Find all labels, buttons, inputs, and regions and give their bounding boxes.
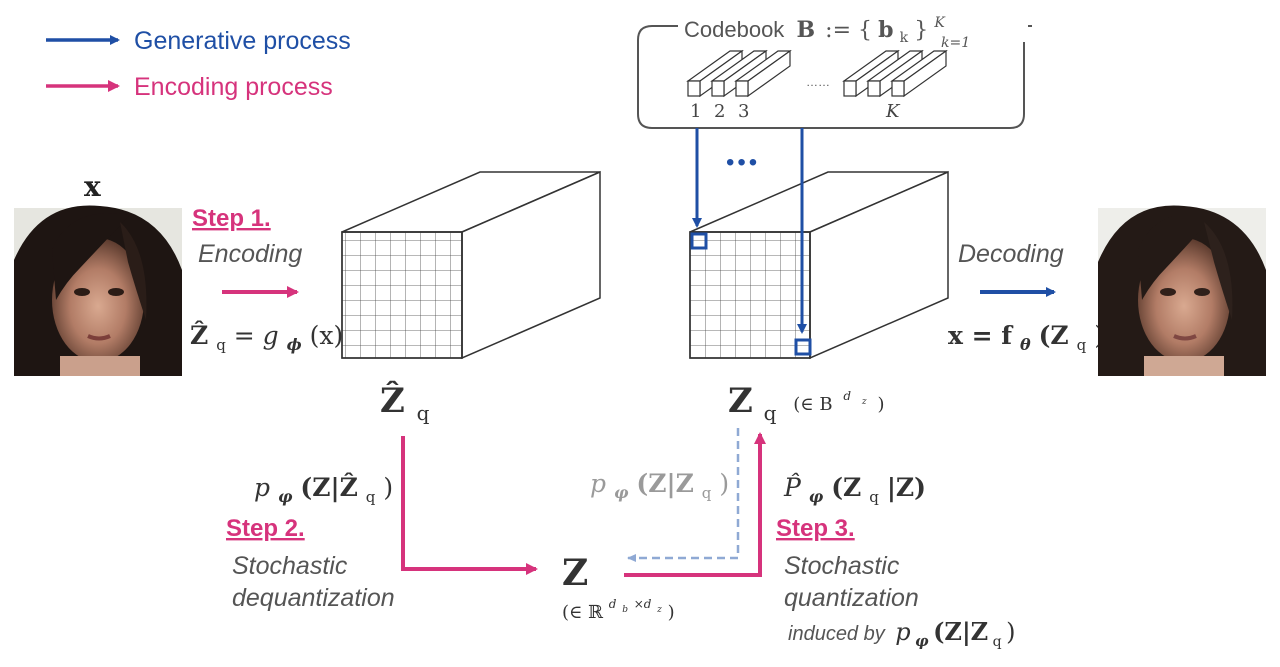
tensor-left	[341, 170, 601, 360]
input-label: x	[84, 170, 101, 203]
tensor-right-label: Z q (∈ B d z )	[728, 369, 884, 429]
output-face-image	[1098, 205, 1266, 376]
codebook-index-1: 1	[690, 101, 701, 122]
generative-dots: •••	[726, 149, 760, 176]
tensor-left-label: Ẑ q	[380, 380, 430, 425]
codebook-index-k: K	[885, 101, 901, 122]
codebook-index-2: 2	[714, 101, 725, 122]
legend-encoding-label: Encoding process	[134, 73, 333, 101]
step2-arrow	[401, 436, 538, 575]
code-vector-1	[686, 49, 744, 98]
decoding-formula: x = f θ (Z q )	[948, 321, 1104, 356]
dequantization-dashed-arrow	[627, 428, 740, 562]
center-z-label: Z	[562, 552, 588, 594]
step1-title: Step 1.	[192, 205, 271, 232]
input-face-image	[14, 205, 182, 376]
step3-desc-line2: quantization	[784, 584, 919, 612]
code-vector-2	[710, 49, 768, 98]
legend: Generative process Encoding process	[46, 27, 351, 101]
step3-title: Step 3.	[776, 515, 855, 542]
codebook-title: Codebook B := { b k } K k=1	[684, 7, 970, 51]
codebook-dots: ……	[806, 75, 830, 89]
decoding-desc: Decoding	[958, 240, 1064, 268]
step2-desc-line1: Stochastic	[232, 552, 348, 580]
step1-formula: Ẑ q = g ϕ (x)	[190, 321, 343, 356]
step3-induced: induced by p φ (Z|Z q )	[788, 617, 1015, 650]
step1-desc: Encoding	[198, 240, 302, 268]
codebook-vectors	[686, 49, 948, 98]
codebook-index-3: 3	[738, 101, 749, 122]
code-vector-k	[890, 49, 948, 98]
step2-desc-line2: dequantization	[232, 584, 395, 612]
legend-generative-label: Generative process	[134, 27, 351, 55]
codebook-box: Codebook B := { b k } K k=1	[637, 7, 1032, 129]
selected-cell-last	[794, 338, 812, 356]
step3-arrow	[624, 432, 766, 577]
code-vector-3	[734, 49, 792, 98]
tensor-right	[689, 170, 949, 360]
step2-formula: p φ (Z|Ẑ q )	[254, 473, 393, 508]
selected-cell-first	[690, 232, 708, 250]
center-z-membership: (∈ ℝ d b ×d z )	[562, 592, 675, 623]
step3-desc-line1: Stochastic	[784, 552, 900, 580]
gray-formula: p φ (Z|Z q )	[590, 469, 729, 504]
step2-title: Step 2.	[226, 515, 305, 542]
step3-formula: P̂ φ (Z q |Z)	[783, 473, 926, 508]
